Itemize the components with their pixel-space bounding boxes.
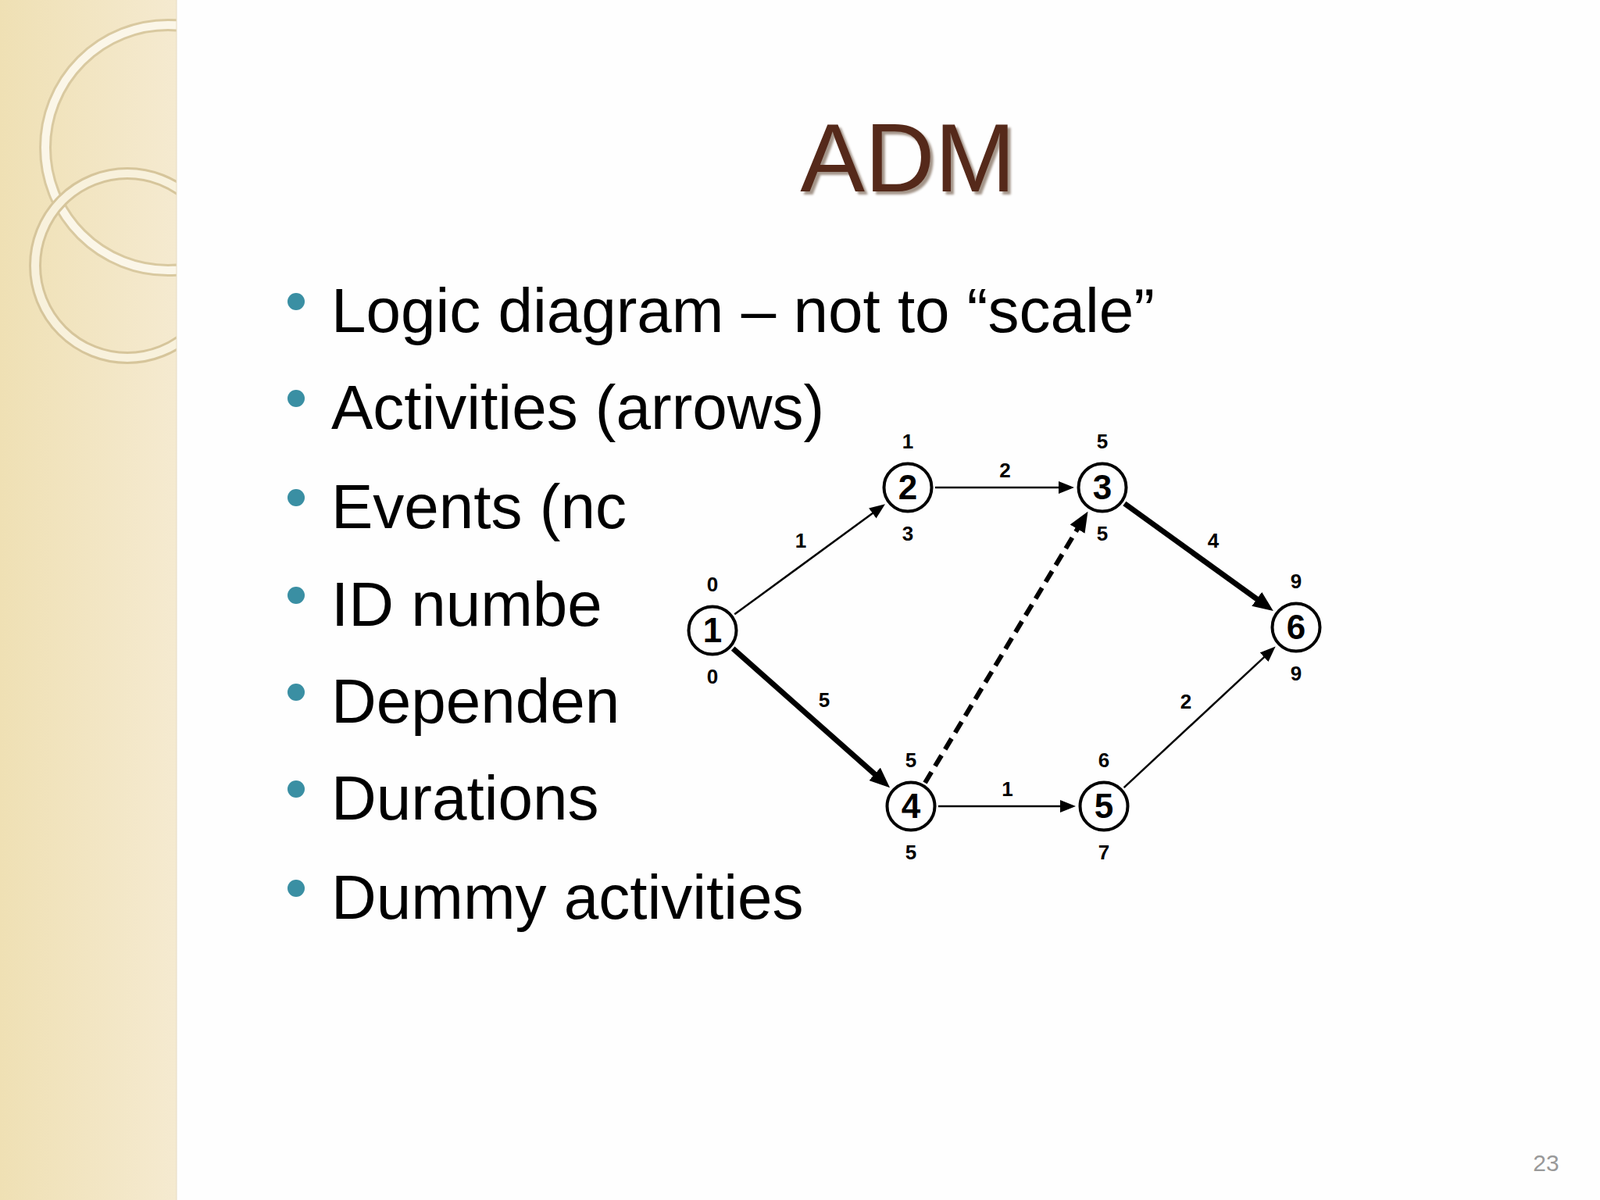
bullet-text: Durations — [331, 767, 599, 830]
activity-arrow — [1124, 503, 1262, 603]
event-node: 010 — [686, 604, 739, 657]
event-id: 4 — [901, 789, 921, 824]
event-id: 2 — [898, 470, 918, 505]
event-node: 657 — [1078, 780, 1130, 833]
event-node: 969 — [1270, 601, 1322, 654]
earliest-time: 9 — [1290, 571, 1302, 592]
earliest-time: 0 — [707, 574, 718, 595]
event-id: 5 — [1094, 789, 1114, 824]
latest-time: 3 — [902, 523, 914, 544]
bullet-text: Events (nc — [331, 475, 627, 539]
latest-time: 9 — [1290, 663, 1302, 684]
page-number: 23 — [1532, 1151, 1559, 1175]
event-id: 3 — [1092, 470, 1112, 505]
event-node: 123 — [882, 461, 934, 514]
latest-time: 5 — [1096, 523, 1108, 544]
activity-arrow — [734, 510, 876, 615]
activity-duration: 4 — [1206, 530, 1221, 551]
decor-rings — [35, 25, 177, 358]
event-node: 545 — [885, 780, 937, 833]
activity-duration: 5 — [817, 689, 832, 711]
bullet-text: Dependen — [331, 670, 620, 733]
earliest-time: 5 — [1096, 431, 1108, 452]
activity-duration: 1 — [793, 530, 808, 551]
dummy-activity — [925, 523, 1081, 783]
latest-time: 5 — [905, 842, 917, 863]
activity-duration: 1 — [1000, 778, 1015, 800]
activity-arrow — [938, 805, 1065, 808]
event-id: 6 — [1286, 610, 1306, 645]
earliest-time: 6 — [1098, 750, 1110, 771]
event-id: 1 — [703, 613, 722, 648]
band-edge — [176, 0, 178, 1200]
earliest-time: 5 — [905, 750, 917, 771]
slide-title: ADM — [800, 109, 1016, 207]
latest-time: 7 — [1098, 842, 1110, 863]
activity-duration: 2 — [1178, 691, 1193, 712]
latest-time: 0 — [707, 666, 718, 687]
activity-arrow — [935, 486, 1064, 490]
bullet-text: ID numbe — [331, 573, 603, 636]
event-node: 535 — [1076, 461, 1129, 514]
activity-arrow — [732, 648, 879, 779]
activity-duration: 2 — [997, 460, 1012, 481]
bullet-dots — [287, 292, 305, 897]
bullet-text: Activities (arrows) — [331, 376, 825, 440]
bullet-text: Dummy activities — [331, 866, 804, 929]
activity-arrow — [1124, 653, 1268, 788]
bullet-text: Logic diagram – not to “scale” — [331, 279, 1155, 343]
earliest-time: 1 — [902, 431, 914, 452]
